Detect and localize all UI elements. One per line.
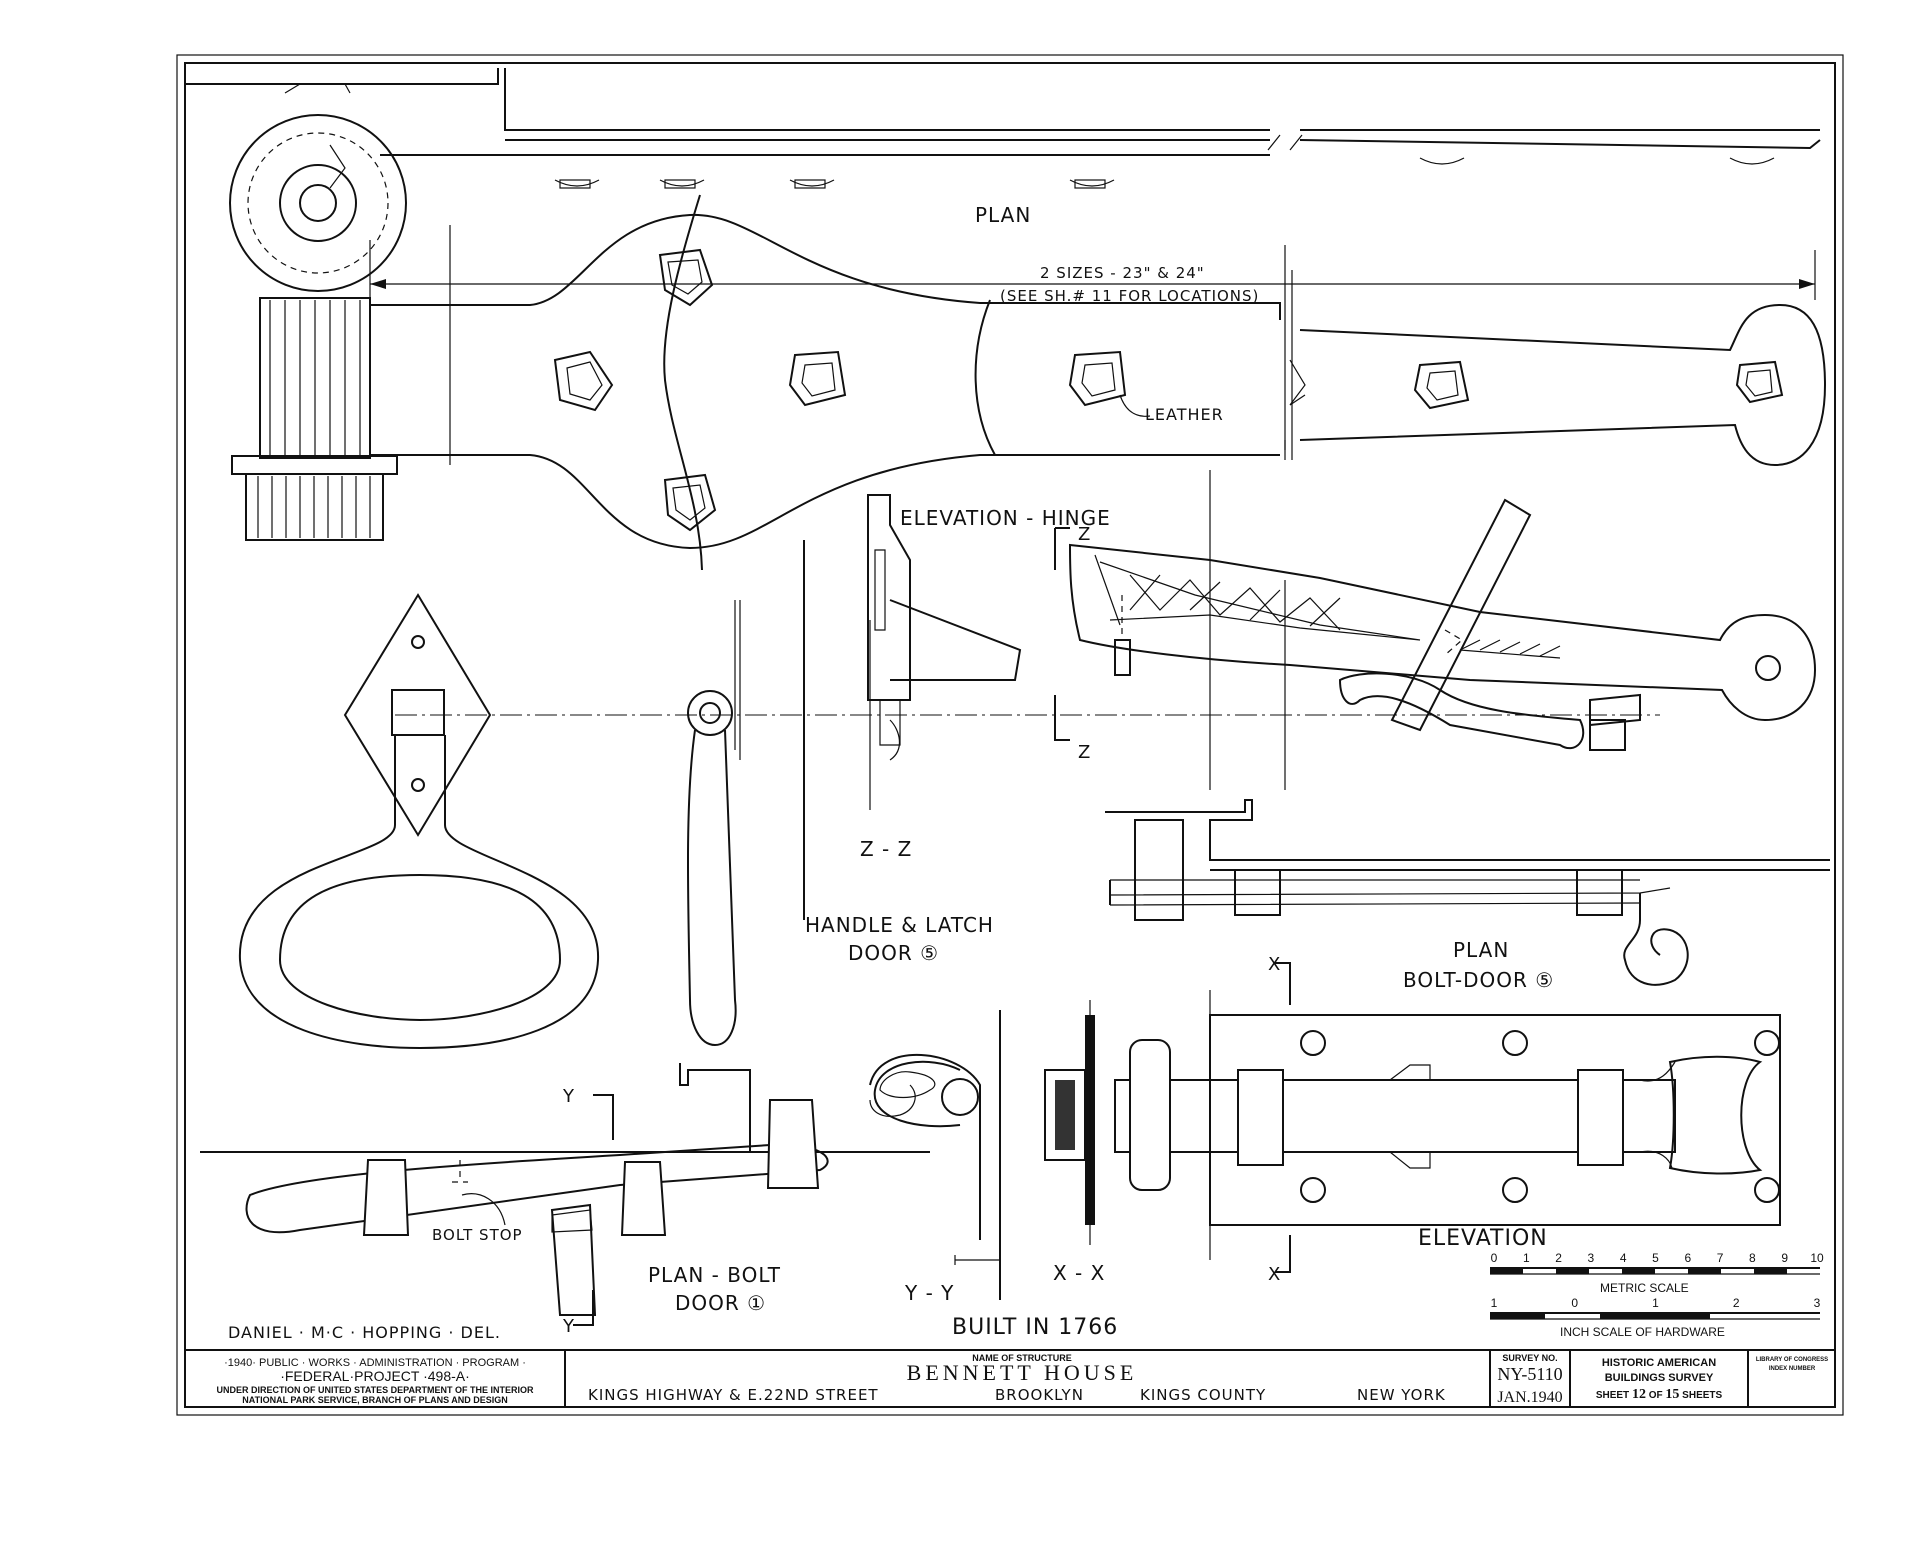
- pintle-barrel: [259, 297, 371, 459]
- bolt-door1-label-1: PLAN - BOLT: [648, 1263, 781, 1287]
- inch-scale-label: INCH SCALE OF HARDWARE: [1560, 1325, 1725, 1339]
- latch-lever: [686, 690, 737, 1047]
- program-line-3: UNDER DIRECTION OF UNITED STATES DEPARTM…: [217, 1385, 535, 1395]
- habs-line-1: HISTORIC AMERICAN: [1602, 1357, 1716, 1369]
- section-yy-view: [869, 1010, 1001, 1300]
- pintle-base: [245, 473, 384, 541]
- hinge-dimension: 2 SIZES - 23" & 24" (SEE SH.# 11 FOR LOC…: [369, 240, 1816, 305]
- habs-line-2: BUILDINGS SURVEY: [1605, 1372, 1714, 1384]
- bolt-door5-plan: [1105, 580, 1830, 986]
- inch-scale: 1 0 1 2 3 INCH SCALE OF HARDWARE: [1490, 1296, 1821, 1339]
- section-z-bottom: Z: [1078, 742, 1091, 763]
- bolt-stop-note: BOLT STOP: [432, 1226, 523, 1244]
- structure-caption: NAME OF STRUCTURE: [972, 1353, 1072, 1363]
- metric-tick-label: 7: [1717, 1251, 1724, 1265]
- structure-county: KINGS COUNTY: [1140, 1386, 1266, 1404]
- latch-elevation: Z Z: [1054, 470, 1817, 790]
- bolt-elevation: X X: [1044, 954, 1781, 1285]
- section-y-bottom: Y: [562, 1316, 575, 1337]
- handle-latch-label-2: DOOR ⑤: [848, 941, 939, 965]
- inch-tick-label: 3: [1814, 1296, 1821, 1310]
- built-in-note: BUILT IN 1766: [952, 1315, 1118, 1340]
- handle-latch-label-1: HANDLE & LATCH: [805, 913, 994, 937]
- hinge-nail-holes: [553, 248, 1784, 532]
- program-line-2: ·FEDERAL·PROJECT ·498-A·: [280, 1368, 470, 1384]
- hinge-locations-note: (SEE SH.# 11 FOR LOCATIONS): [1000, 287, 1259, 305]
- loc-line-2: INDEX NUMBER: [1769, 1366, 1816, 1372]
- keeper-section: [1055, 1080, 1075, 1150]
- section-x-bottom: X: [1268, 1264, 1281, 1285]
- inch-tick-label: 0: [1571, 1296, 1578, 1310]
- plan-nail-heads: [554, 157, 1775, 189]
- survey-number: NY-5110: [1497, 1364, 1562, 1384]
- ring-handle: [238, 593, 600, 1050]
- metric-scale-label: METRIC SCALE: [1600, 1281, 1689, 1295]
- metric-scale: 0 1 2 3 4 5 6 7 8 9 10 METRIC SCALE: [1490, 1251, 1824, 1295]
- section-x-top: X: [1268, 954, 1281, 975]
- elevation-hinge-label: ELEVATION - HINGE: [900, 506, 1111, 530]
- section-z-top: Z: [1078, 524, 1091, 545]
- section-zz-label: Z - Z: [860, 837, 912, 861]
- hinge-plan-label: PLAN: [975, 203, 1031, 227]
- bolt-shaft: [1114, 1079, 1676, 1153]
- inch-tick-label: 1: [1491, 1296, 1498, 1310]
- leather-note: LEATHER: [1145, 405, 1224, 424]
- metric-tick-label: 0: [1491, 1251, 1498, 1265]
- bolt-backplate: [1209, 1014, 1781, 1226]
- inch-tick-label: 2: [1733, 1296, 1740, 1310]
- outer-border: [176, 54, 1844, 1416]
- section-xx-label: X - X: [1053, 1261, 1105, 1285]
- metric-tick-label: 8: [1749, 1251, 1756, 1265]
- loc-line-1: LIBRARY OF CONGRESS: [1756, 1357, 1828, 1363]
- section-yy-label: Y - Y: [904, 1281, 954, 1305]
- metric-tick-label: 4: [1620, 1251, 1627, 1265]
- inner-border: [184, 62, 1836, 1408]
- survey-date: JAN.1940: [1497, 1389, 1562, 1406]
- section-zz-view: Z - Z: [734, 494, 1022, 920]
- metric-tick-label: 9: [1781, 1251, 1788, 1265]
- program-line-4: NATIONAL PARK SERVICE, BRANCH OF PLANS A…: [242, 1395, 508, 1405]
- hinge-sizes-note: 2 SIZES - 23" & 24": [1040, 264, 1205, 282]
- survey-caption: SURVEY NO.: [1502, 1353, 1557, 1363]
- strap-hinge-elevation: LEATHER: [231, 194, 1827, 571]
- structure-name: BENNETT HOUSE: [907, 1360, 1138, 1385]
- handle-backplate: [343, 593, 492, 837]
- latch-bar: [1390, 498, 1532, 732]
- metric-tick-label: 1: [1523, 1251, 1530, 1265]
- metric-tick-label: 3: [1588, 1251, 1595, 1265]
- bolt-door1-label-2: DOOR ①: [675, 1291, 766, 1315]
- program-line-1: ·1940· PUBLIC · WORKS · ADMINISTRATION ·…: [224, 1357, 526, 1369]
- title-block: ·1940· PUBLIC · WORKS · ADMINISTRATION ·…: [185, 1349, 1835, 1407]
- section-y-top: Y: [562, 1086, 575, 1107]
- metric-tick-label: 2: [1555, 1251, 1562, 1265]
- metric-tick-label: 10: [1810, 1251, 1824, 1265]
- metric-tick-label: 6: [1684, 1251, 1691, 1265]
- structure-state: NEW YORK: [1357, 1386, 1446, 1404]
- structure-address: KINGS HIGHWAY & E.22ND STREET: [588, 1386, 879, 1404]
- bolt-plan-label-1: PLAN: [1453, 938, 1509, 962]
- structure-city: BROOKLYN: [995, 1386, 1084, 1404]
- bolt-door1-plan: Y Y: [200, 1063, 930, 1337]
- sheet-number-line: SHEET 12 OF 15 SHEETS: [1596, 1387, 1723, 1402]
- elevation-label: ELEVATION: [1418, 1226, 1548, 1251]
- inch-tick-label: 1: [1652, 1296, 1659, 1310]
- bolt-plan-label-2: BOLT-DOOR ⑤: [1403, 968, 1554, 992]
- metric-tick-label: 5: [1652, 1251, 1659, 1265]
- delineator-credit: DANIEL · M·C · HOPPING · DEL.: [228, 1323, 501, 1342]
- hinge-plan-view: PLAN: [185, 68, 1821, 292]
